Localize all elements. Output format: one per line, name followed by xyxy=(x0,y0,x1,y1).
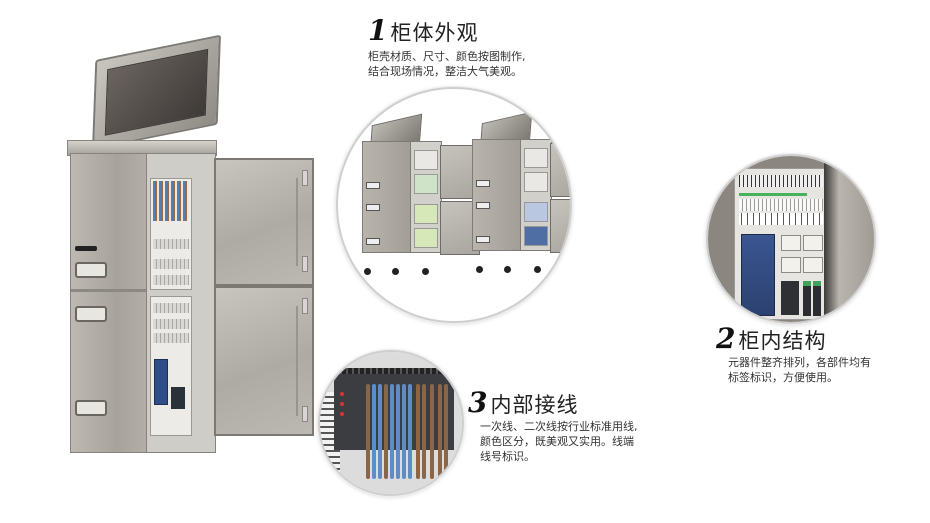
feature-3: 3内部接线 一次线、二次线按行业标准用线, 颜色区分，既美观又实用。线端 线号标… xyxy=(468,386,638,464)
connector-icon xyxy=(75,246,97,251)
feature-2: 2柜内结构 元器件整齐排列，各部件均有 标签标识，方便使用。 xyxy=(716,322,871,385)
cabinet-side xyxy=(70,153,148,453)
feature-2-title: 2柜内结构 xyxy=(716,322,827,355)
feature-3-description: 一次线、二次线按行业标准用线, 颜色区分，既美观又实用。线端 线号标识。 xyxy=(480,420,638,463)
handle-icon xyxy=(75,306,107,322)
cabinet-interior xyxy=(146,153,216,453)
cabinet-exterior-photo xyxy=(336,87,572,323)
lower-door xyxy=(214,286,314,436)
internal-wiring-photo xyxy=(318,350,464,496)
feature-1-title: 1柜体外观 xyxy=(368,14,479,47)
feature-1: 1柜体外观 柜壳材质、尺寸、颜色按图制作, 结合现场情况，整洁大气美观。 xyxy=(368,14,526,79)
feature-3-title: 3内部接线 xyxy=(468,386,579,419)
upper-door xyxy=(214,158,314,286)
handle-icon xyxy=(75,262,107,278)
cabinet-structure-photo xyxy=(706,154,876,324)
feature-2-description: 元器件整齐排列，各部件均有 标签标识，方便使用。 xyxy=(728,356,871,384)
handle-icon xyxy=(75,400,107,416)
feature-1-description: 柜壳材质、尺寸、颜色按图制作, 结合现场情况，整洁大气美观。 xyxy=(368,50,526,78)
